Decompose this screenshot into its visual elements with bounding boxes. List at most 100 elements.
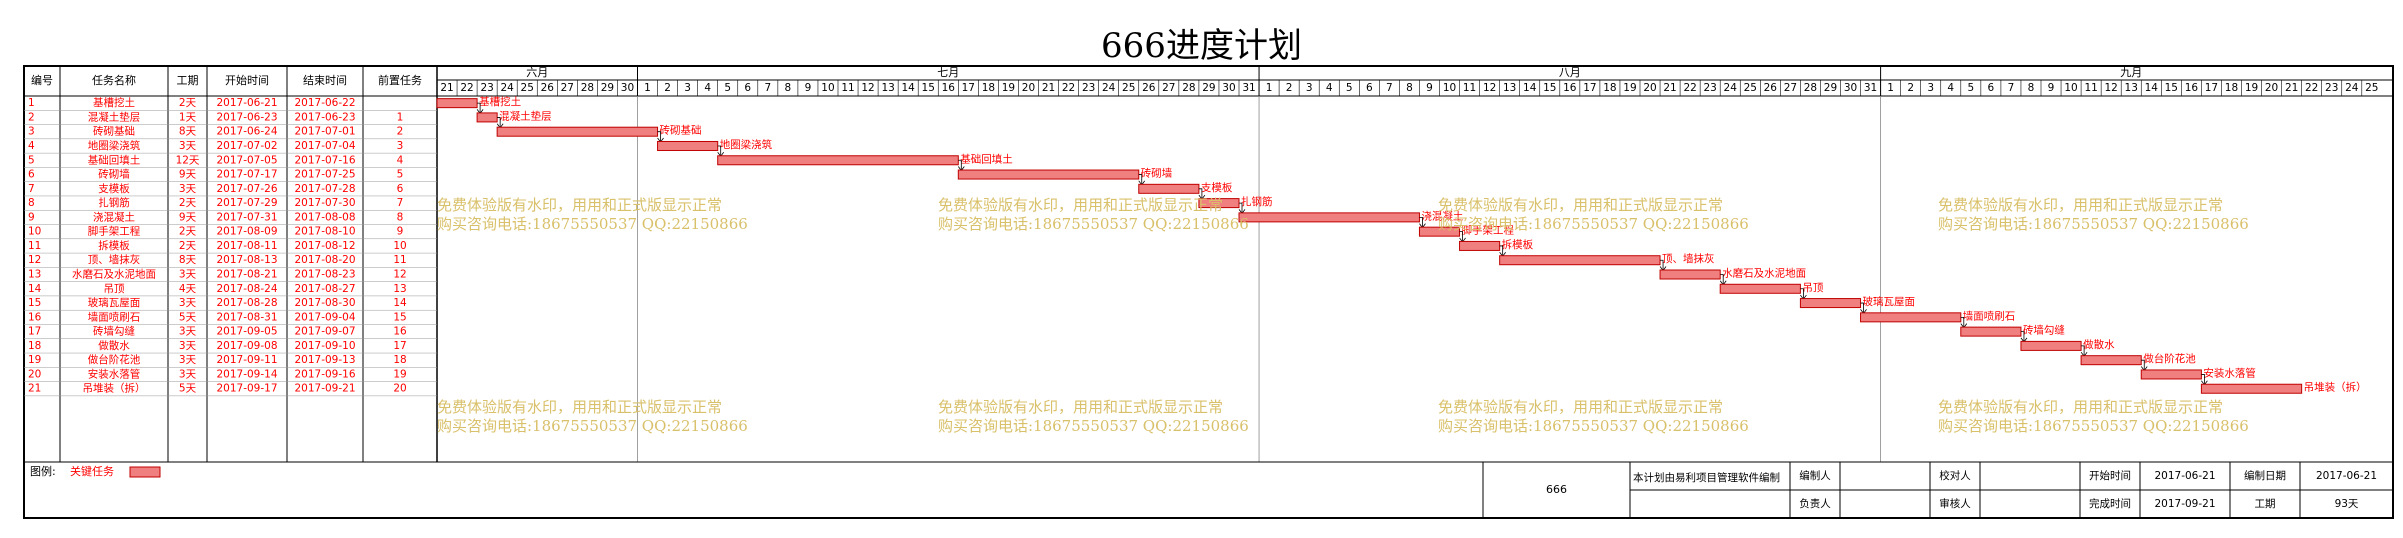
dependency-arrow <box>497 117 501 128</box>
gantt-bar <box>2080 355 2142 366</box>
footer-cell: 负责人 <box>1799 497 1831 510</box>
table-cell: 4天 <box>179 283 197 295</box>
gantt-bar <box>717 155 959 166</box>
day-label: 8 <box>1406 82 1413 94</box>
day-label: 29 <box>601 82 614 94</box>
bar-label: 水磨石及水泥地面 <box>1722 267 1806 280</box>
bar-label: 拆模板 <box>1502 238 1534 251</box>
table-cell: 16 <box>28 311 42 323</box>
day-label: 30 <box>1844 82 1857 94</box>
bar-label: 安装水落管 <box>2203 366 2256 379</box>
table-cell: 8天 <box>179 254 197 266</box>
day-label: 14 <box>901 82 915 94</box>
gantt-bar <box>436 98 478 109</box>
day-label: 9 <box>1426 82 1433 94</box>
day-label: 26 <box>1142 82 1156 94</box>
table-cell: 14 <box>393 297 407 309</box>
day-label: 12 <box>2104 82 2117 94</box>
table-cell: 水磨石及水泥地面 <box>72 268 156 281</box>
gantt-bar <box>1719 283 1801 294</box>
footer-cell: 93天 <box>2335 498 2359 510</box>
gantt-bar <box>1960 326 2022 337</box>
table-cell: 2017-08-12 <box>294 240 355 252</box>
table-cell: 做散水 <box>98 339 130 352</box>
day-label: 19 <box>1002 82 1015 94</box>
table-cell: 3 <box>397 140 404 152</box>
day-label: 3 <box>1306 82 1313 94</box>
table-cell: 砖砌墙 <box>98 168 130 181</box>
table-cell: 3天 <box>179 269 197 281</box>
bar-label: 基槽挖土 <box>479 95 521 108</box>
day-label: 23 <box>1703 82 1716 94</box>
table-cell: 2017-08-13 <box>216 254 277 266</box>
day-label: 24 <box>500 82 514 94</box>
table-cell: 16 <box>393 326 407 338</box>
table-cell: 1 <box>397 111 404 123</box>
table-cell: 11 <box>393 254 406 266</box>
table-cell: 2017-09-08 <box>216 340 277 352</box>
table-cell: 18 <box>28 340 41 352</box>
day-label: 8 <box>2028 82 2035 94</box>
day-label: 13 <box>1503 82 1516 94</box>
gantt-bar <box>1138 183 1200 194</box>
month-label: 六月 <box>526 66 548 79</box>
day-label: 18 <box>1603 82 1616 94</box>
table-header-cell: 任务名称 <box>92 73 136 87</box>
day-label: 22 <box>460 82 473 94</box>
dependency-arrow <box>958 159 962 171</box>
table-cell: 15 <box>28 297 41 309</box>
day-label: 6 <box>1988 82 1995 94</box>
footer-cell: 编制日期 <box>2244 469 2286 482</box>
table-cell: 7 <box>28 183 35 195</box>
table-cell: 2017-07-29 <box>216 197 277 209</box>
table-header-cell: 编号 <box>31 73 53 87</box>
day-label: 24 <box>2345 82 2359 94</box>
day-label: 6 <box>1366 82 1373 94</box>
day-label: 4 <box>1326 82 1333 94</box>
gantt-bar <box>957 169 1140 180</box>
table-cell: 2017-08-20 <box>294 254 355 266</box>
chart-frame <box>23 65 2394 519</box>
table-cell: 2天 <box>179 97 197 109</box>
footer-cell: 2017-06-21 <box>2316 470 2377 482</box>
table-cell: 2017-08-31 <box>216 311 277 323</box>
table-cell: 2017-07-05 <box>216 154 277 166</box>
table-cell: 吊顶 <box>104 283 125 295</box>
table-cell: 2017-07-02 <box>216 140 277 152</box>
dependency-arrow <box>1660 259 1664 271</box>
table-cell: 2天 <box>179 197 197 209</box>
day-label: 14 <box>1523 82 1537 94</box>
footer-project: 666 <box>1546 483 1567 496</box>
gantt-bar <box>1198 198 1240 209</box>
dependency-arrow <box>1720 274 1724 285</box>
table-cell: 2017-06-22 <box>294 97 355 109</box>
table-cell: 2017-08-21 <box>216 269 277 281</box>
table-cell: 2017-09-11 <box>216 354 277 366</box>
day-label: 13 <box>881 82 894 94</box>
dependency-arrow <box>1198 188 1203 200</box>
table-cell: 12 <box>393 269 406 281</box>
day-label: 11 <box>2084 82 2097 94</box>
table-cell: 2017-08-08 <box>294 211 355 223</box>
day-label: 27 <box>1784 82 1797 94</box>
table-cell: 4 <box>28 140 35 152</box>
day-label: 10 <box>2064 82 2077 94</box>
day-label: 6 <box>744 82 751 94</box>
day-label: 5 <box>1967 82 1974 94</box>
table-cell: 2天 <box>179 240 197 252</box>
table-cell: 2017-09-14 <box>216 368 277 380</box>
table-cell: 14 <box>28 283 42 295</box>
day-label: 18 <box>2225 82 2238 94</box>
day-label: 27 <box>561 82 574 94</box>
day-label: 23 <box>2325 82 2338 94</box>
table-cell: 13 <box>28 269 41 281</box>
table-cell: 3天 <box>179 368 197 380</box>
month-label: 八月 <box>1559 66 1581 79</box>
table-cell: 8 <box>28 197 35 209</box>
bar-label: 砖砌墙 <box>1141 167 1173 180</box>
day-label: 31 <box>1864 82 1877 94</box>
day-label: 12 <box>861 82 874 94</box>
day-label: 2 <box>1907 82 1914 94</box>
day-label: 19 <box>1623 82 1636 94</box>
day-label: 27 <box>1162 82 1175 94</box>
